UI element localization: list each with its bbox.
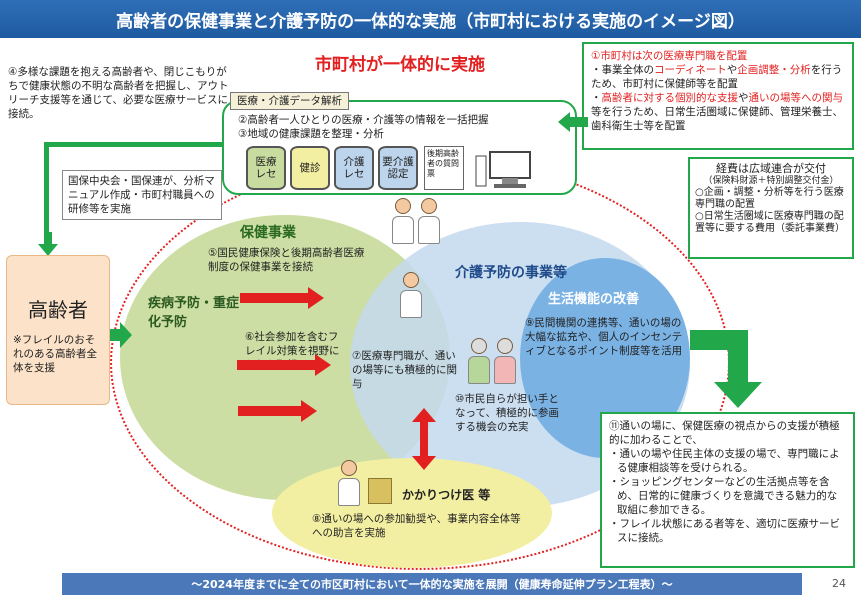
kaigo-title: 介護予防の事業等 [455, 265, 567, 281]
kokuho-box: 国保中央会・国保連が、分析マニュアル作成・市町村職員への研修等を実施 [62, 170, 222, 220]
doctor-icon [338, 460, 360, 506]
cost-title: 経費は広域連合が交付 [716, 162, 826, 175]
seikatsu-title: 生活機能の改善 [548, 292, 640, 307]
data-analysis-item3: ③地域の健康課題を整理・分析 [238, 128, 384, 140]
box-1: ①市町村は次の医療専門職を配置 ・事業全体のコーディネートや企画調整・分析を行う… [582, 42, 854, 150]
nurse-icon-1 [392, 198, 414, 244]
box11-item-1: ・通いの場や住民主体の支援の場で、専門職による健康相談等を受けられる。 [609, 448, 840, 474]
red-double-arrow [412, 408, 436, 470]
box1-line3: ・高齢者に対する個別的な支援や通いの場等への関与等を行うため、日常生活圏域に保健… [591, 92, 843, 132]
elderly-title: 高齢者 [28, 298, 88, 322]
cost-item1: ○企画・調整・分析等を行う医療専門職の配置 [695, 187, 844, 210]
nurse-icon-2 [418, 198, 440, 244]
box11-item-2: ・ショッピングセンターなどの生活拠点等を含め、日常的に健康づくりを意識できる魅力… [609, 476, 838, 516]
kakaritsuke-title: かかりつけ医 等 [402, 488, 491, 502]
box11-head: ⑪通いの場に、保健医療の視点からの支援が積極的に加わることで、 [609, 420, 840, 446]
senior-icon-1 [468, 338, 490, 384]
kaigo-item9: ⑨民間機関の連携等、通いの場の大幅な拡充や、個人のインセンティブとなるポイント制… [525, 317, 683, 357]
box1-line2: ・事業全体のコーディネートや企画調整・分析を行うため、市町村に保健師等を配置 [591, 64, 843, 90]
data-analysis-label: 医療・介護データ解析 [230, 92, 349, 110]
elderly-box: 高齢者 ※フレイルのおそれのある高齢者全体を支援 [6, 255, 110, 405]
arrow-elderly-to-circles [110, 322, 132, 348]
connector-vertical [44, 145, 49, 235]
arrow-to-box11 [690, 330, 780, 408]
cost-box: 経費は広域連合が交付 （保険料財源＋特別調整交付金） ○企画・調整・分析等を行う… [688, 157, 854, 259]
red-arrow-3 [238, 400, 317, 422]
can-kenshin: 健診 [290, 146, 330, 190]
disease-label: 疾病予防・重症化予防 [148, 296, 240, 330]
can-kaigo-rese: 介護 レセ [334, 146, 374, 190]
footer-banner: ～2024年度までに全ての市区町村において一体的な実施を展開（健康寿命延伸プラン… [62, 573, 802, 595]
note-4: ④多様な課題を抱える高齢者や、閉じこもりがちで健康状態の不明な高齢者を把握し、ア… [8, 66, 229, 120]
data-analysis-item2: ②高齢者一人ひとりの医療・介護等の情報を一括把握 [238, 114, 489, 126]
can-iryo-rese: 医療 レセ [246, 146, 286, 190]
box-11: ⑪通いの場に、保健医療の視点からの支援が積極的に加わることで、 ・通いの場や住民… [600, 412, 855, 568]
kakaritsuke-item8: ⑧通いの場への参加勧奨や、事業内容全体等への助言を実施 [312, 513, 521, 539]
nurse-icon-3 [400, 272, 422, 318]
box11-item-3: ・フレイル状態にある者等を、適切に医療サービスに接続。 [609, 518, 840, 544]
item-10: ⑩市民自らが担い手となって、積極的に参画する機会の充実 [455, 393, 559, 433]
can-yokaigo: 要介護 認定 [378, 146, 418, 190]
item-7: ⑦医療専門職が、通いの場等にも積極的に関与 [352, 350, 457, 390]
hoken-item5: ⑤国民健康保険と後期高齢者医療制度の保健事業を接続 [208, 247, 365, 273]
senior-icon-2 [494, 338, 516, 384]
cost-item2: ○日常生活圏域に医療専門職の配置等に要する費用（委託事業費） [695, 211, 845, 234]
connector-analysis-elderly [44, 142, 224, 158]
questionnaire-paper: 後期高齢者の質問票 [424, 146, 464, 190]
arrow-box1-to-analysis [558, 112, 588, 132]
cost-sub: （保険料財源＋特別調整交付金） [703, 176, 839, 186]
red-arrow-1 [240, 287, 324, 309]
red-arrow-2 [237, 354, 331, 376]
page-title: 高齢者の保健事業と介護予防の一体的な実施（市町村における実施のイメージ図） [0, 0, 861, 38]
kakaritsuke-circle [272, 458, 552, 568]
page-number: 24 [832, 577, 846, 590]
elderly-note: ※フレイルのおそれのある高齢者全体を支援 [13, 334, 97, 374]
box1-line1: ①市町村は次の医療専門職を配置 [591, 50, 748, 62]
center-title: 市町村が一体的に実施 [315, 55, 485, 75]
clinic-icon [368, 478, 392, 504]
connector-down-arrow [38, 232, 58, 256]
hoken-title: 保健事業 [240, 225, 296, 241]
computer-icon [474, 150, 534, 190]
